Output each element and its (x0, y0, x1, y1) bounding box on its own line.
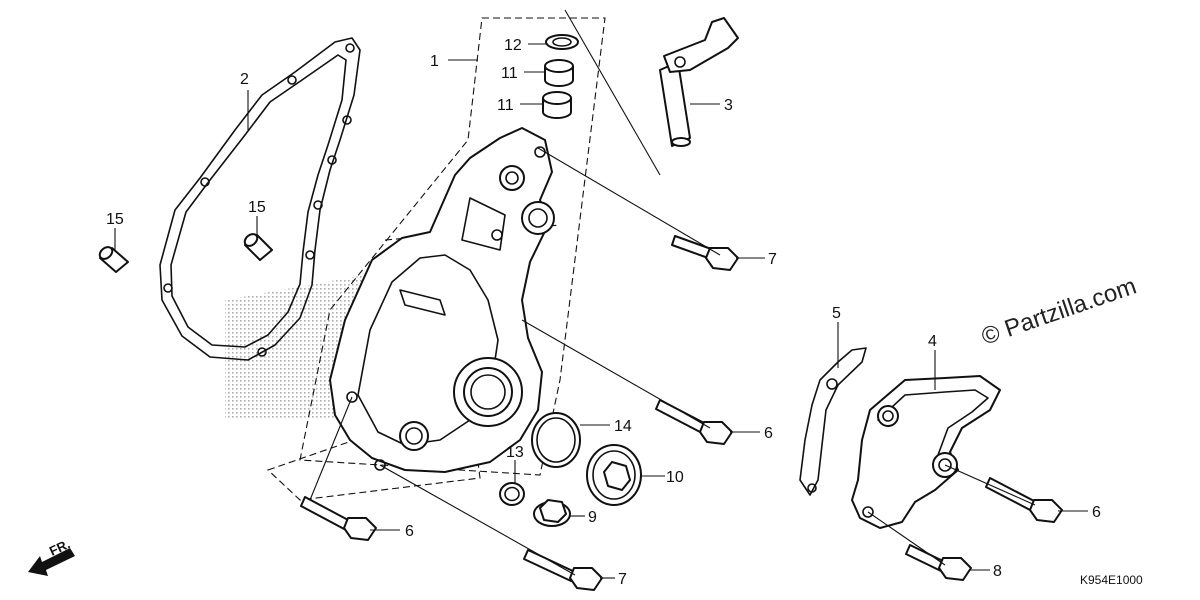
callout-13: 13 (506, 444, 524, 461)
callout-11-upper: 11 (501, 65, 518, 82)
callout-5: 5 (832, 305, 841, 322)
dowel-pin-part-15-right (243, 233, 273, 261)
callout-8: 8 (993, 563, 1002, 580)
callout-1: 1 (430, 53, 439, 70)
dowel-pin-part-15-left (98, 246, 129, 273)
bolt-part-6-middle (655, 399, 733, 445)
gasket-part-2 (159, 37, 361, 361)
bolt-part-7-upper (671, 235, 739, 271)
callout-2: 2 (240, 71, 249, 88)
callout-6-lower-left: 6 (405, 523, 414, 540)
diagram-code: K954E1000 (1080, 573, 1143, 587)
crankcase-cover-part-1 (329, 127, 555, 473)
callout-11-lower: 11 (497, 97, 514, 114)
callout-12: 12 (504, 37, 522, 54)
bolt-part-8 (905, 544, 972, 581)
bolt-part-7-lower (523, 549, 603, 591)
callout-6-right: 6 (1092, 504, 1101, 521)
callout-7-lower: 7 (618, 571, 627, 588)
callout-9: 9 (588, 509, 597, 526)
callout-4: 4 (928, 333, 937, 350)
leader-lines (114, 9, 1088, 579)
callout-15-left: 15 (106, 211, 124, 228)
pipe-part-3 (659, 17, 739, 147)
bolt-part-6-lower-left (300, 496, 377, 541)
plug-part-10 (586, 444, 642, 506)
front-direction-arrow-icon: FR. (28, 536, 75, 576)
watermark-text: © Partzilla.com (978, 272, 1140, 350)
callout-15-right: 15 (248, 199, 266, 216)
callout-7-upper: 7 (768, 251, 777, 268)
cap-bolt-part-9 (533, 499, 571, 527)
sprocket-cover-part-4 (851, 375, 1001, 529)
o-ring-part-13 (499, 482, 525, 506)
callout-6-middle: 6 (764, 425, 773, 442)
gasket-part-5 (799, 347, 867, 496)
bearing-part-11-upper (544, 59, 574, 87)
callout-14: 14 (614, 418, 632, 435)
bearing-part-11-lower (542, 91, 572, 119)
oil-seal-part-12 (545, 34, 579, 50)
callout-3: 3 (724, 97, 733, 114)
o-ring-part-14 (531, 412, 581, 468)
callout-10: 10 (666, 469, 684, 486)
